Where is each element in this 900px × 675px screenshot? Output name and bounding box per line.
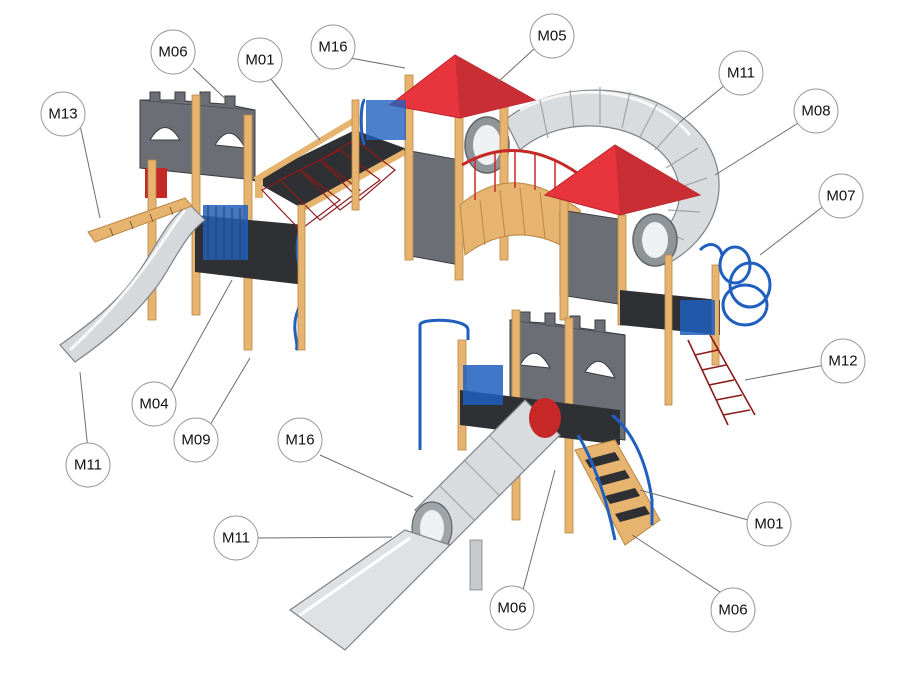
leader-m06-bottom bbox=[522, 469, 556, 591]
callout-m12-right: M12 bbox=[820, 338, 866, 384]
callout-label-m11-left: M11 bbox=[74, 457, 102, 474]
callout-m01-top: M01 bbox=[237, 37, 283, 83]
leader-m01-top bbox=[269, 77, 321, 141]
callout-m05-top: M05 bbox=[529, 13, 575, 59]
leader-lines bbox=[79, 47, 826, 593]
rope-ladder bbox=[687, 334, 756, 426]
callout-label-m11-top-right: M11 bbox=[727, 65, 755, 82]
leader-m11-left bbox=[79, 371, 89, 451]
central-tower bbox=[359, 54, 537, 281]
callout-label-m12-right: M12 bbox=[828, 353, 857, 370]
callout-m11-top-right: M11 bbox=[718, 50, 764, 96]
callout-label-m07-right: M07 bbox=[826, 188, 855, 205]
spiral-climber bbox=[698, 243, 772, 327]
callout-label-m13-top-left: M13 bbox=[48, 106, 77, 123]
playground-structure bbox=[59, 54, 772, 651]
front-tube-slide bbox=[288, 398, 561, 651]
callout-label-m01-top: M01 bbox=[245, 52, 274, 69]
leader-m09-left bbox=[209, 357, 251, 426]
leader-m13-top-left bbox=[79, 124, 101, 219]
callout-m07-right: M07 bbox=[818, 173, 864, 219]
leader-m16-top bbox=[349, 57, 406, 69]
callout-label-m06-bottom: M06 bbox=[497, 600, 526, 617]
left-wave-slide bbox=[59, 204, 206, 363]
callout-m16-middle: M16 bbox=[277, 417, 323, 463]
leader-m11-top-right bbox=[679, 84, 726, 123]
leader-m11-bottom-left bbox=[257, 536, 393, 539]
leader-m12-right bbox=[744, 364, 826, 381]
leader-m07-right bbox=[759, 204, 826, 256]
leader-m16-middle bbox=[319, 454, 414, 498]
callout-m06-top-left: M06 bbox=[150, 29, 196, 75]
rope-bridge bbox=[252, 99, 410, 351]
callouts: M13 M06 M01 M16 M05 M11 M08 M07 bbox=[40, 13, 866, 633]
callout-label-m05-top: M05 bbox=[537, 28, 566, 45]
callout-label-m08-right: M08 bbox=[801, 103, 830, 120]
leader-m06-top-left bbox=[192, 67, 236, 109]
callout-m11-left: M11 bbox=[65, 442, 111, 488]
callout-m04-left: M04 bbox=[131, 381, 177, 427]
arched-bridge bbox=[459, 149, 586, 262]
leader-m08-right bbox=[714, 121, 801, 176]
callout-m16-top: M16 bbox=[310, 24, 356, 70]
callout-label-m09-left: M09 bbox=[181, 432, 210, 449]
callout-m13-top-left: M13 bbox=[40, 91, 86, 137]
callout-label-m01-bottom-right: M01 bbox=[754, 516, 783, 533]
callout-m06-bottom: M06 bbox=[489, 585, 535, 631]
callout-label-m06-bottom-right: M06 bbox=[718, 602, 747, 619]
callout-m11-bottom-left: M11 bbox=[213, 515, 259, 561]
leader-m04-left bbox=[169, 279, 233, 393]
climbing-plank bbox=[87, 197, 193, 243]
left-tower bbox=[139, 91, 305, 351]
callout-m06-bottom-right: M06 bbox=[710, 587, 756, 633]
callout-label-m16-middle: M16 bbox=[285, 432, 314, 449]
right-tower bbox=[543, 144, 720, 406]
leader-m05-top bbox=[497, 47, 536, 83]
callout-m01-bottom-right: M01 bbox=[746, 501, 792, 547]
front-staircase bbox=[574, 413, 661, 546]
callout-label-m16-top: M16 bbox=[318, 39, 347, 56]
callout-label-m11-bottom-left: M11 bbox=[222, 530, 250, 547]
callout-label-m04-left: M04 bbox=[139, 396, 168, 413]
callout-m09-left: M09 bbox=[173, 417, 219, 463]
leader-m01-bottom-right bbox=[639, 489, 749, 521]
callout-label-m06-top-left: M06 bbox=[158, 44, 187, 61]
callout-m08-right: M08 bbox=[793, 88, 839, 134]
leader-m06-bottom-right bbox=[631, 534, 721, 593]
